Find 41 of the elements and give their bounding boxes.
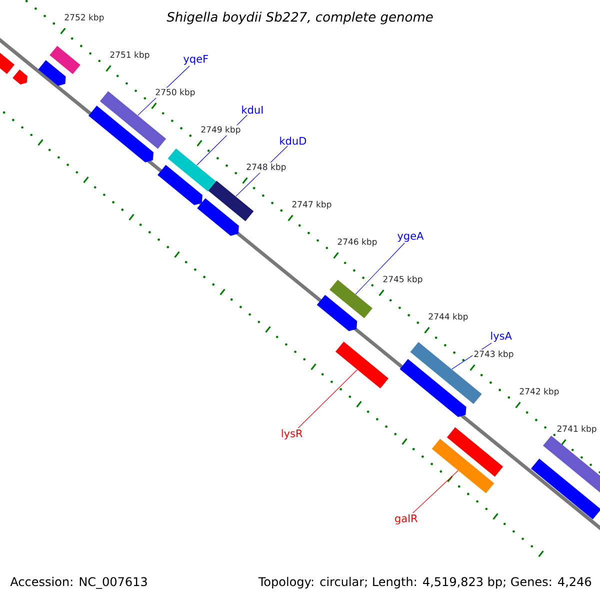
gene-feature: [158, 164, 202, 206]
gene-feature: [12, 70, 28, 84]
footer-text: Accession: NC_007613: [10, 576, 147, 589]
gene-label: lysA: [491, 332, 512, 342]
footer-text: Topology: circular; Length: 4,519,823 bp; Genes: 4,246: [258, 576, 592, 588]
tick-label: 2741 kbp: [556, 424, 598, 435]
gene-feature: [38, 60, 66, 86]
gene-feature: [432, 438, 494, 494]
gene-feature: [335, 342, 389, 388]
tick-label: 2745 kbp: [382, 274, 424, 285]
gene-feature: [530, 458, 600, 520]
tick-label: 2743 kbp: [472, 350, 515, 360]
gene-label: kduD: [280, 136, 306, 145]
tick-label: 2752 kbp: [63, 12, 106, 24]
gene-feature: [446, 427, 504, 477]
tick-label: 2750 kbp: [154, 88, 196, 98]
gene-feature: [330, 280, 373, 318]
gene-feature: [168, 148, 216, 192]
title: Shigella boydii Sb227, complete genome: [166, 12, 433, 24]
leader-line: [298, 369, 358, 428]
gene-feature: [197, 198, 239, 236]
gene-label: kduI: [242, 106, 263, 114]
tick-label: 2744 kbp: [427, 312, 470, 322]
gene-label: yqeF: [184, 54, 208, 65]
gene-feature: [50, 46, 80, 74]
tick-label: 2748 kbp: [245, 162, 288, 173]
tick-label: 2751 kbp: [108, 50, 151, 61]
leader-line: [355, 242, 405, 294]
tick-label: 2747 kbp: [290, 200, 333, 210]
gene-label: galR: [395, 514, 418, 524]
gene-label: ygeA: [398, 232, 424, 242]
gene-feature: [400, 359, 466, 417]
tick-label: 2746 kbp: [336, 237, 378, 248]
tick-label: 2749 kbp: [200, 125, 242, 136]
gene-feature: [208, 180, 254, 222]
gene-feature: [88, 106, 154, 162]
leader-line: [412, 470, 458, 514]
gene-feature: [0, 52, 15, 74]
gene-feature: [316, 294, 358, 332]
tick-label: 2742 kbp: [518, 386, 560, 398]
gene-label: lysR: [282, 429, 302, 440]
